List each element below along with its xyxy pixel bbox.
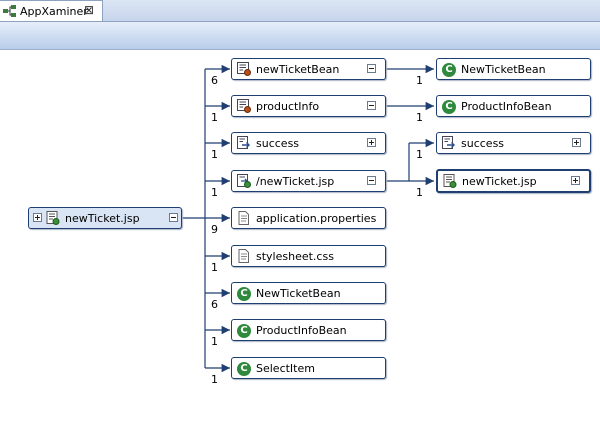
- node-label: SelectItem: [256, 362, 315, 375]
- collapse-toggle[interactable]: [367, 176, 376, 185]
- class-icon: C: [442, 99, 456, 114]
- node-productinfobean-target[interactable]: C ProductInfoBean: [436, 95, 591, 117]
- node-stylesheet-css[interactable]: stylesheet.css: [231, 245, 386, 267]
- class-icon: C: [442, 62, 456, 77]
- multiplicity-label: 1: [416, 186, 423, 199]
- node-label: /newTicket.jsp: [256, 175, 335, 188]
- node-label: success: [256, 137, 300, 150]
- expand-toggle[interactable]: [572, 138, 581, 147]
- node-newticketbean-target[interactable]: C NewTicketBean: [436, 58, 591, 80]
- node-label: ProductInfoBean: [461, 100, 552, 113]
- close-icon[interactable]: ⊠: [84, 3, 95, 17]
- tab-appxaminer[interactable]: AppXaminer ⊠: [0, 0, 103, 21]
- editor-tab-bar: AppXaminer ⊠: [0, 0, 600, 22]
- node-label: newTicket.jsp: [65, 212, 140, 225]
- file-icon: [237, 211, 251, 225]
- node-newticket-jsp-target[interactable]: newTicket.jsp: [436, 169, 591, 193]
- multiplicity-label: 1: [416, 148, 423, 161]
- node-newticket-jsp-forward[interactable]: /newTicket.jsp: [231, 170, 386, 192]
- multiplicity-label: 1: [211, 335, 218, 348]
- node-label: stylesheet.css: [256, 250, 334, 263]
- appxaminer-icon: [3, 5, 17, 17]
- expand-toggle[interactable]: [33, 213, 42, 222]
- multiplicity-label: 1: [416, 74, 423, 87]
- multiplicity-label: 1: [211, 148, 218, 161]
- node-selectitem-class[interactable]: C SelectItem: [231, 357, 386, 379]
- collapse-toggle[interactable]: [367, 64, 376, 73]
- class-icon: C: [237, 286, 251, 301]
- node-productinfobean-class[interactable]: C ProductInfoBean: [231, 319, 386, 341]
- bean-property-icon: [237, 99, 251, 113]
- multiplicity-label: 1: [211, 111, 218, 124]
- node-productinfo-property[interactable]: productInfo: [231, 95, 386, 117]
- multiplicity-label: 1: [416, 111, 423, 124]
- collapse-toggle[interactable]: [367, 101, 376, 110]
- collapse-toggle[interactable]: [169, 213, 178, 222]
- node-label: newTicketBean: [256, 63, 340, 76]
- node-success-forward[interactable]: success: [231, 132, 386, 154]
- multiplicity-label: 6: [211, 298, 218, 311]
- tab-label: AppXaminer: [20, 5, 88, 18]
- file-icon: [237, 249, 251, 263]
- jsp-forward-icon: [237, 174, 251, 188]
- forward-icon: [237, 136, 251, 150]
- jsp-page-icon: [46, 211, 60, 225]
- node-label: ProductInfoBean: [256, 324, 347, 337]
- node-application-properties[interactable]: application.properties: [231, 207, 386, 229]
- class-icon: C: [237, 323, 251, 338]
- class-icon: C: [237, 361, 251, 376]
- multiplicity-label: 1: [211, 261, 218, 274]
- multiplicity-label: 6: [211, 74, 218, 87]
- node-label: newTicket.jsp: [462, 175, 537, 188]
- node-label: NewTicketBean: [461, 63, 546, 76]
- multiplicity-label: 9: [211, 223, 218, 236]
- forward-icon: [442, 136, 456, 150]
- expand-toggle[interactable]: [571, 176, 580, 185]
- multiplicity-label: 1: [211, 186, 218, 199]
- node-label: NewTicketBean: [256, 287, 341, 300]
- root-node-newticket-jsp[interactable]: newTicket.jsp: [28, 207, 182, 229]
- node-newticketbean-class[interactable]: C NewTicketBean: [231, 282, 386, 304]
- node-label: success: [461, 137, 505, 150]
- node-label: productInfo: [256, 100, 320, 113]
- bean-property-icon: [237, 62, 251, 76]
- diagram-header-band: [0, 22, 600, 50]
- expand-toggle[interactable]: [367, 138, 376, 147]
- node-newticketbean-property[interactable]: newTicketBean: [231, 58, 386, 80]
- node-success-target[interactable]: success: [436, 132, 591, 154]
- node-label: application.properties: [256, 212, 377, 225]
- jsp-page-icon: [443, 174, 457, 188]
- multiplicity-label: 1: [211, 373, 218, 386]
